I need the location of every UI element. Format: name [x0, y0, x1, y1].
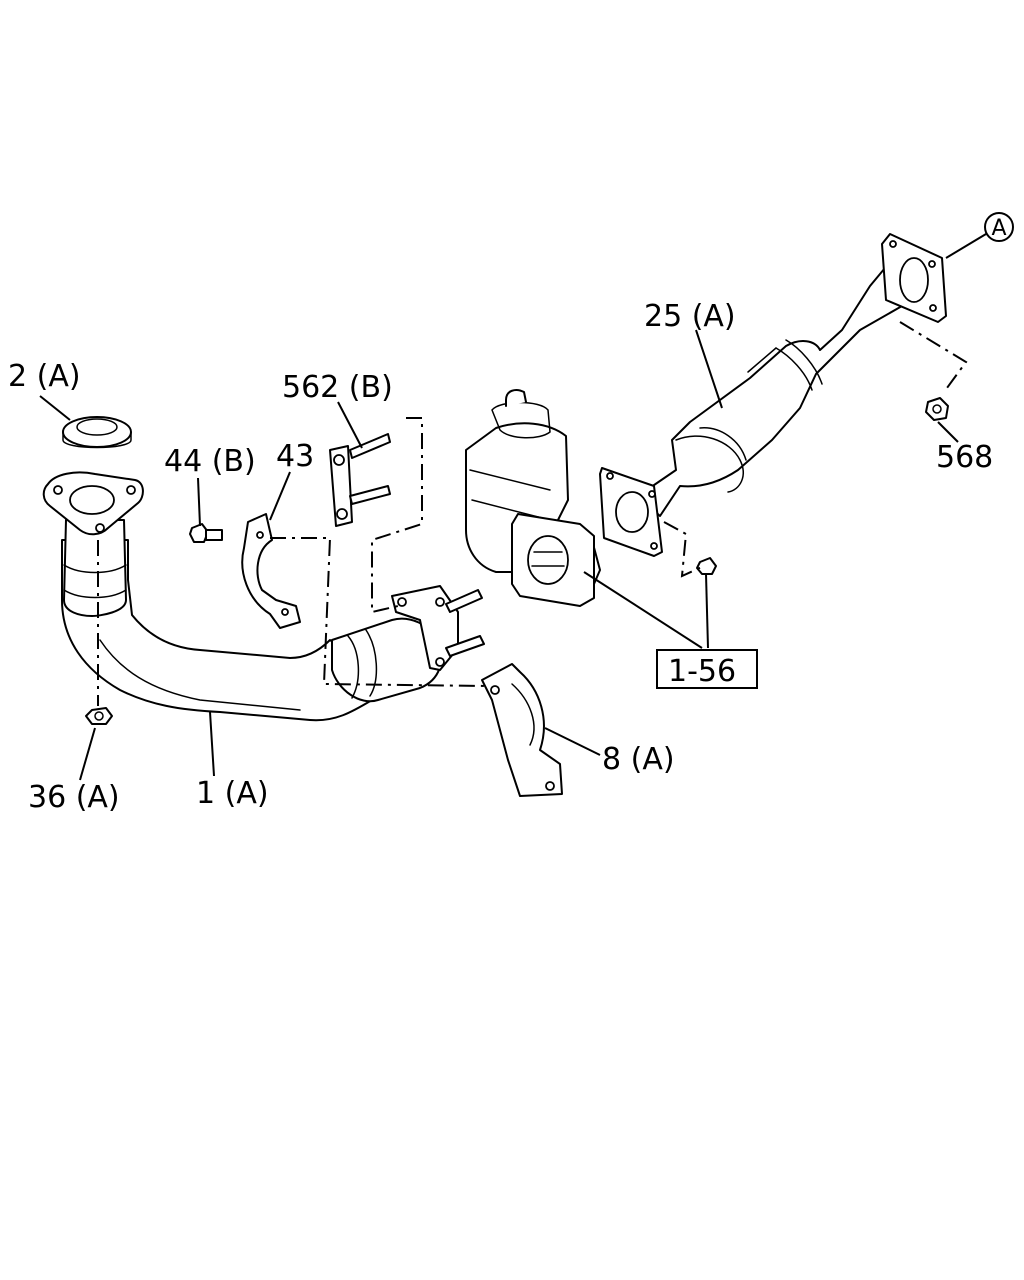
callout-36: 36 (A): [28, 780, 120, 815]
callout-44: 44 (B): [164, 444, 256, 479]
heat-shield-8: [481, 663, 563, 797]
callout-568: 568: [936, 440, 993, 475]
nut-36: [85, 707, 113, 725]
nut-1-56: [696, 557, 717, 575]
gasket-ring: [62, 416, 132, 449]
circle-a-label: A: [991, 216, 1006, 241]
bolt-set-562: [329, 433, 391, 527]
front-exhaust-pipe: [42, 471, 485, 722]
callout-2: 2 (A): [8, 359, 81, 394]
nut-568: [925, 397, 949, 421]
callout-labels: 2 (A) 36 (A) 1 (A) 44 (B) 43 562 (B) 8 (…: [8, 212, 1014, 815]
leader-lines: [39, 233, 987, 781]
rear-exhaust-pipe: [599, 233, 947, 557]
alignment-lines: [97, 321, 968, 706]
catalytic-converter-housing: [465, 389, 601, 607]
bolt-44: [189, 523, 223, 543]
callout-reference: 1-56: [668, 654, 736, 689]
callout-25: 25 (A): [644, 299, 736, 334]
callout-562: 562 (B): [282, 370, 393, 405]
callout-43: 43: [276, 439, 314, 474]
callout-8: 8 (A): [602, 742, 675, 777]
reference-box: [656, 649, 758, 689]
circle-a-marker: [984, 212, 1014, 242]
bracket-43: [241, 513, 301, 629]
callout-1: 1 (A): [196, 776, 269, 811]
